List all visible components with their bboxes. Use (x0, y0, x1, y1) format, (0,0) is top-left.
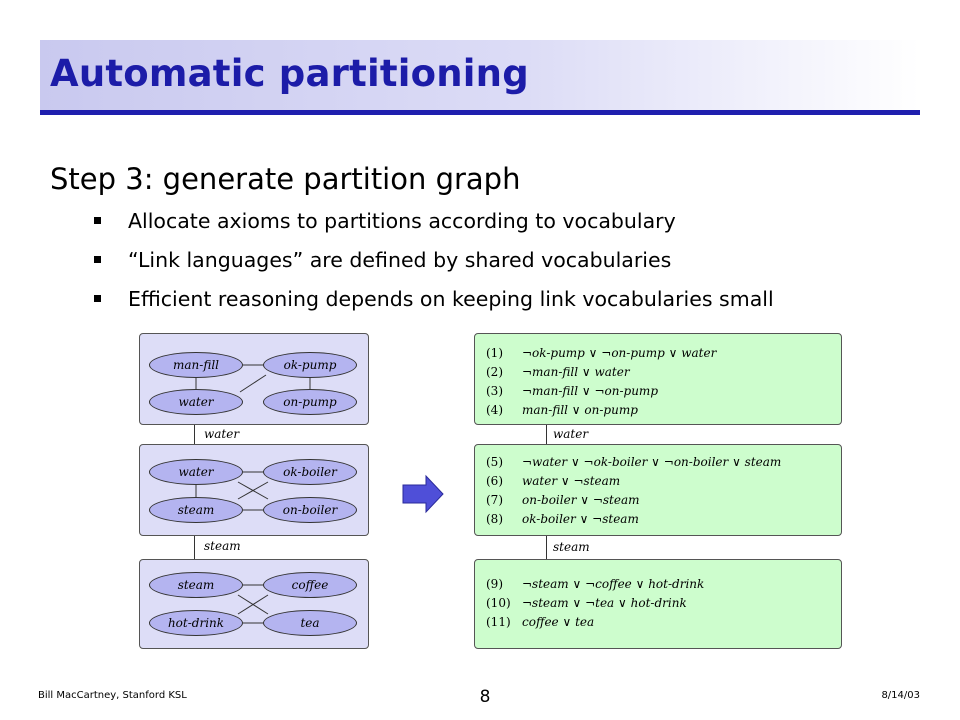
axiom-block-1: (1) ¬ok-pump ∨ ¬on-pump ∨ water (2) ¬man-f… (474, 333, 842, 425)
axiom-number: (9) (486, 577, 503, 591)
bullet-text: Efficient reasoning depends on keeping l… (128, 287, 774, 311)
bullet-item: Efficient reasoning depends on keeping l… (94, 286, 774, 325)
axiom-formula: water ∨ ¬steam (522, 474, 621, 488)
square-bullet-icon (94, 295, 101, 302)
axiom-number: (4) (486, 403, 503, 417)
partition-1-panel: man-fill ok-pump water on-pump (139, 333, 369, 425)
node-water: water (149, 389, 243, 415)
slide-subtitle: Step 3: generate partition graph (50, 162, 521, 196)
link-line-steam (194, 536, 195, 559)
title-band (40, 40, 920, 112)
axiom-formula: ok-boiler ∨ ¬steam (522, 512, 639, 526)
footer-date: 8/14/03 (881, 690, 920, 701)
axiom-formula: man-fill ∨ on-pump (522, 403, 638, 417)
axiom-link-line-steam (546, 536, 547, 559)
link-line-water (194, 425, 195, 444)
right-arrow-icon (402, 474, 444, 514)
axiom-number: (8) (486, 512, 503, 526)
node-ok-pump: ok-pump (263, 352, 357, 378)
bullet-item: Allocate axioms to partitions according … (94, 208, 774, 247)
axiom-formula: ¬steam ∨ ¬coffee ∨ hot-drink (522, 577, 705, 591)
axiom-block-3: (9) ¬steam ∨ ¬coffee ∨ hot-drink (10) ¬ste… (474, 559, 842, 649)
edge-steam-ok-boiler (237, 481, 269, 500)
partition-3-panel: steam coffee hot-drink tea (139, 559, 369, 649)
node-on-pump: on-pump (263, 389, 357, 415)
node-hot-drink: hot-drink (149, 610, 243, 636)
axiom-number: (10) (486, 596, 511, 610)
axiom-formula: coffee ∨ tea (522, 615, 595, 629)
node-ok-boiler: ok-boiler (263, 459, 357, 485)
bullet-text: “Link languages” are defined by shared v… (128, 248, 672, 272)
axiom-formula: on-boiler ∨ ¬steam (522, 493, 640, 507)
partition-3-edges (237, 584, 269, 624)
node-steam: steam (149, 572, 243, 598)
square-bullet-icon (94, 256, 101, 263)
node-on-boiler: on-boiler (263, 497, 357, 523)
partition-1-edges (195, 364, 311, 393)
axiom-block-2: (5) ¬water ∨ ¬ok-boiler ∨ ¬on-boiler ∨ st… (474, 444, 842, 536)
bullet-item: “Link languages” are defined by shared v… (94, 247, 774, 286)
link-label-water: water (204, 427, 240, 441)
link-label-steam: steam (204, 539, 241, 553)
title-rule (40, 110, 920, 115)
axiom-number: (6) (486, 474, 503, 488)
axiom-formula: ¬steam ∨ ¬tea ∨ hot-drink (522, 596, 687, 610)
footer-author: Bill MacCartney, Stanford KSL (38, 690, 187, 701)
node-water: water (149, 459, 243, 485)
page-number: 8 (479, 687, 491, 707)
node-steam: steam (149, 497, 243, 523)
edge-hot-drink-coffee (237, 594, 269, 615)
bullet-text: Allocate axioms to partitions according … (128, 209, 676, 233)
axiom-number: (2) (486, 365, 503, 379)
axiom-number: (11) (486, 615, 511, 629)
axiom-number: (5) (486, 455, 503, 469)
partition-2-edges (195, 471, 269, 511)
axiom-link-label-steam: steam (553, 540, 590, 554)
edge-water-ok-pump (239, 374, 267, 393)
axiom-formula: ¬water ∨ ¬ok-boiler ∨ ¬on-boiler ∨ steam (522, 455, 782, 469)
slide-title: Automatic partitioning (50, 52, 529, 95)
axiom-link-label-water: water (553, 427, 589, 441)
axiom-formula: ¬ok-pump ∨ ¬on-pump ∨ water (522, 346, 717, 360)
axiom-number: (7) (486, 493, 503, 507)
node-coffee: coffee (263, 572, 357, 598)
square-bullet-icon (94, 217, 101, 224)
partition-2-panel: water ok-boiler steam on-boiler (139, 444, 369, 536)
axiom-formula: ¬man-fill ∨ ¬on-pump (522, 384, 658, 398)
axiom-formula: ¬man-fill ∨ water (522, 365, 630, 379)
bullet-list: Allocate axioms to partitions according … (94, 208, 774, 325)
node-tea: tea (263, 610, 357, 636)
node-man-fill: man-fill (149, 352, 243, 378)
axiom-link-line-water (546, 425, 547, 444)
axiom-number: (1) (486, 346, 503, 360)
axiom-number: (3) (486, 384, 503, 398)
